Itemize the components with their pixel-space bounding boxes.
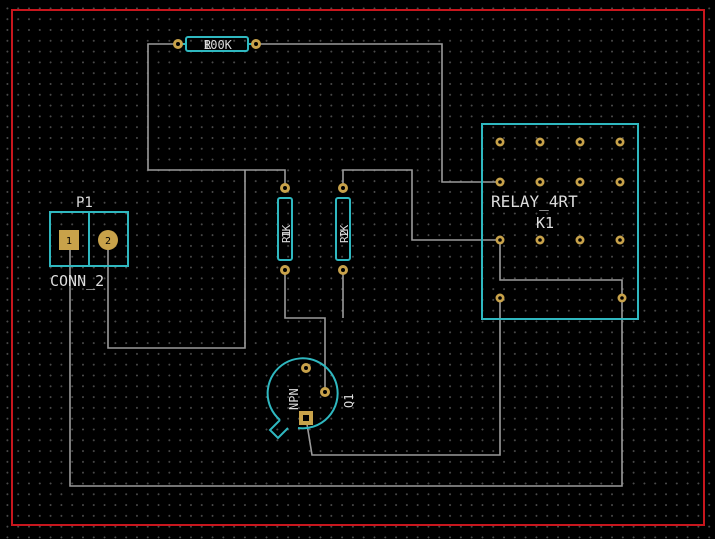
relay-k1-outline [481, 123, 639, 320]
pad-hole [578, 140, 582, 144]
resistor-r2-body [335, 197, 351, 261]
pad-hole [538, 180, 542, 184]
resistor-100k-ref-label: R [204, 38, 212, 52]
transistor-q1[interactable]: NPN Q1 [266, 357, 356, 440]
resistor-r2-ref-label: R2 [338, 230, 351, 243]
trace-r2-top [342, 169, 500, 241]
resistor-100k-value-label: 100K [203, 38, 233, 52]
trace-rtop-right [256, 43, 500, 183]
resistor-r2[interactable]: R2 1K [335, 183, 351, 275]
transistor-q1-pad-emitter-hole [304, 366, 308, 370]
pad-hole [618, 140, 622, 144]
trace-conn-pad1 [69, 240, 623, 487]
trace-r1-bottom [284, 270, 326, 392]
board-edge [11, 9, 705, 526]
transistor-q1-value-label: NPN [287, 388, 301, 410]
pad-hole [538, 238, 542, 242]
pad-hole [498, 180, 502, 184]
relay-k1[interactable]: RELAY_4RT K1 [481, 123, 639, 320]
resistor-r2-pad-2-hole [341, 268, 345, 272]
pad-hole [578, 238, 582, 242]
pad-hole [498, 238, 502, 242]
pad-hole [498, 140, 502, 144]
transistor-q1-flat [268, 419, 289, 440]
resistor-r2-value-label: 1K [338, 224, 351, 238]
relay-k1-pad-grid [495, 137, 627, 303]
pad-hole [578, 180, 582, 184]
resistor-r1[interactable]: R1 1K [277, 183, 293, 275]
trace-rtop-left [147, 43, 286, 188]
transistor-q1-outline [266, 357, 339, 430]
pad-hole [618, 238, 622, 242]
resistor-100k-pad-2-hole [254, 42, 258, 46]
relay-k1-pad-holes [498, 140, 624, 300]
transistor-q1-ref-label: Q1 [342, 394, 356, 408]
connector-p1-value-label: CONN_2 [50, 272, 104, 290]
connector-p1-pad-2-label: 2 [105, 236, 111, 247]
resistor-100k[interactable]: R 100K [173, 36, 261, 52]
connector-p1-pad-1[interactable] [59, 230, 79, 250]
resistor-r1-pad-2-hole [283, 268, 287, 272]
relay-k1-ref-label: K1 [536, 214, 554, 232]
relay-k1-value-label: RELAY_4RT [491, 192, 578, 211]
trace-q1-collector [305, 298, 501, 456]
resistor-100k-pad-1-hole [176, 42, 180, 46]
connector-p1-pad-2[interactable] [98, 230, 118, 250]
resistor-r1-value-label: 1K [280, 224, 293, 238]
transistor-q1-pad-collector-hole [303, 415, 309, 421]
pad-hole [620, 296, 624, 300]
resistor-r1-ref-label: R1 [280, 230, 293, 243]
pad-hole [618, 180, 622, 184]
transistor-q1-pad-base-hole [323, 390, 327, 394]
pad-hole [498, 296, 502, 300]
resistor-r2-pad-1-hole [341, 186, 345, 190]
trace-conn-pad2 [107, 170, 246, 349]
pad-hole [538, 140, 542, 144]
resistor-r1-pad-1-hole [283, 186, 287, 190]
trace-relay-inner [499, 240, 623, 298]
resistor-r1-body [277, 197, 293, 261]
trace-group [69, 43, 623, 487]
connector-p1-ref-label: P1 [76, 195, 93, 211]
connector-p1-pad-1-label: 1 [66, 236, 72, 247]
connector-p1[interactable]: 1 2 P1 CONN_2 [49, 195, 129, 290]
